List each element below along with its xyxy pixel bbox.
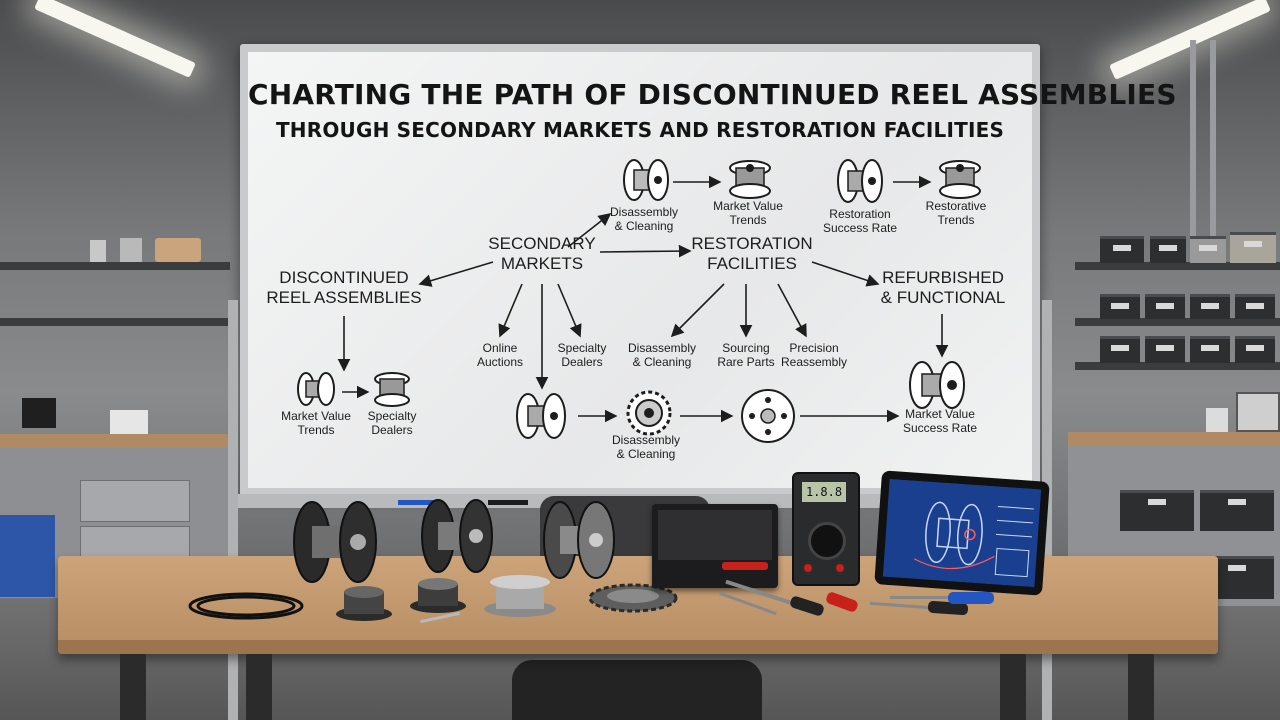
- fishing-reel: [543, 501, 615, 579]
- label-bottom-market-success: Market Value Success Rate: [902, 407, 978, 435]
- label-online-auctions: Online Auctions: [476, 341, 524, 369]
- label-specialty-dealers-mid: Specialty Dealers: [557, 341, 607, 369]
- label-top-restorative-trends: Restorative Trends: [925, 199, 987, 227]
- label-precision-reassembly: Precision Reassembly: [780, 341, 848, 369]
- label-sourcing-rare-parts: Sourcing Rare Parts: [717, 341, 775, 369]
- screwdriver: [890, 596, 950, 599]
- gear-plate: [588, 583, 678, 613]
- spool-sketch-icon: [729, 160, 771, 199]
- flow-arrows: [337, 175, 949, 423]
- node-secondary-markets: SECONDARY MARKETS: [488, 234, 596, 273]
- board-title: CHARTING THE PATH OF DISCONTINUED REEL A…: [248, 78, 1177, 111]
- spool: [484, 575, 556, 617]
- desk-leg: [1000, 654, 1026, 720]
- label-left-specialty-dealers: Specialty Dealers: [367, 409, 417, 437]
- label-bottom-disassembly: Disassembly & Cleaning: [611, 433, 681, 461]
- reel-sketch-icon: [516, 393, 566, 439]
- tablet: [874, 470, 1050, 596]
- node-refurbished: REFURBISHED & FUNCTIONAL: [880, 268, 1006, 307]
- label-mid-disassembly: Disassembly & Cleaning: [627, 341, 697, 369]
- tool-case: [652, 504, 778, 588]
- label-top-market-value: Market Value Trends: [713, 199, 783, 227]
- node-discontinued: DISCONTINUED REEL ASSEMBLIES: [266, 268, 422, 307]
- spool: [336, 586, 392, 621]
- coiled-cable: [188, 592, 304, 620]
- label-top-disassembly: Disassembly & Cleaning: [609, 205, 679, 233]
- tablet-blueprint: [882, 478, 1042, 588]
- spool-sketch-icon: [939, 160, 981, 199]
- office-chair: [512, 660, 762, 720]
- node-restoration-facilities: RESTORATION FACILITIES: [691, 234, 813, 273]
- desk-edge: [58, 640, 1218, 654]
- reel-sketch-icon: [623, 159, 669, 201]
- spool-sketch-icon: [374, 372, 410, 407]
- whiteboard: CHARTING THE PATH OF DISCONTINUED REEL A…: [248, 52, 1177, 488]
- label-top-restoration-success: Restoration Success Rate: [822, 207, 898, 235]
- marker-blue: [398, 500, 438, 505]
- reel-sketch-icon: [837, 159, 883, 203]
- desk-leg: [1128, 654, 1154, 720]
- desk-leg: [120, 654, 146, 720]
- reel-sketch-icon: [297, 372, 335, 406]
- reel-assembled-sketch-icon: [909, 361, 965, 409]
- plate-sketch-icon: [741, 389, 795, 443]
- board-stand-left: [228, 300, 238, 720]
- fishing-reel: [421, 499, 493, 573]
- label-left-market-value: Market Value Trends: [281, 409, 351, 437]
- spool: [410, 578, 466, 613]
- screwdriver-handle: [948, 592, 994, 604]
- board-subtitle: THROUGH SECONDARY MARKETS AND RESTORATIO…: [275, 118, 1005, 142]
- gear-sketch-icon: [626, 390, 672, 436]
- multimeter-display: 1.8.8: [802, 482, 846, 502]
- fishing-reel: [293, 501, 377, 583]
- marker-black: [488, 500, 528, 505]
- multimeter: 1.8.8: [792, 472, 860, 586]
- desk-leg: [246, 654, 272, 720]
